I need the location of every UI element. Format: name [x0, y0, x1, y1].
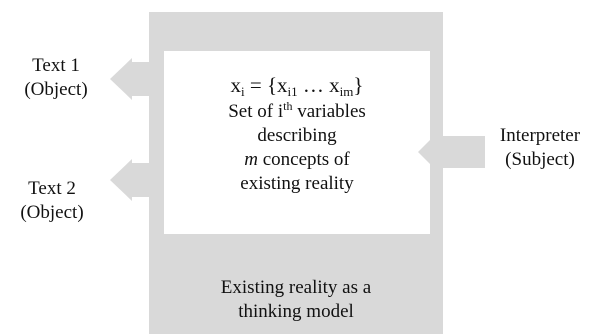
description-line-3: m concepts of [164, 148, 430, 172]
text-2-role: (Object) [20, 202, 84, 223]
formula-lhs-var: x [230, 73, 241, 97]
text-1-role: (Object) [24, 79, 88, 100]
line1-prefix: Set of [228, 101, 278, 122]
text-2-label: Text 2 (Object) [4, 177, 100, 225]
line1-ordinal: th [283, 99, 293, 113]
arrow-to-text-2 [110, 159, 149, 201]
line3-m: m [244, 149, 258, 170]
formula-first-var: x [277, 73, 288, 97]
line1-index: i [277, 101, 284, 122]
formula-lhs-sub: i [240, 84, 245, 99]
line1-suffix: variables [292, 101, 366, 122]
arrow-from-interpreter [418, 132, 485, 172]
text-1-label: Text 1 (Object) [8, 54, 104, 102]
arrow-to-text-1 [110, 58, 149, 100]
line3-suffix: concepts of [257, 149, 350, 170]
formula-close: } [353, 73, 364, 97]
text-1-title: Text 1 [32, 55, 80, 76]
description-line-4: existing reality [240, 173, 354, 194]
formula-first-sub: i1 [287, 84, 298, 99]
interpreter-label: Interpreter (Subject) [484, 124, 596, 172]
formula-last-sub: im [339, 84, 354, 99]
interpreter-role: (Subject) [505, 149, 575, 170]
variable-set-formula: xi = {xi1 … xim} [164, 72, 430, 98]
formula-ellipsis: … [297, 73, 330, 97]
text-2-title: Text 2 [28, 178, 76, 199]
description-line-1: Set of ith variables [164, 100, 430, 124]
variable-set-description: Set of ith variables describing m concep… [164, 100, 430, 196]
description-line-2: describing [257, 125, 337, 146]
interpreter-title: Interpreter [499, 125, 581, 146]
formula-eq-open: = { [244, 73, 278, 97]
caption-line-1: Existing reality as a [220, 277, 372, 298]
existing-reality-caption: Existing reality as a thinking model [149, 276, 443, 324]
formula-last-var: x [329, 73, 340, 97]
caption-line-2: thinking model [238, 301, 354, 322]
variables-box [164, 51, 430, 234]
